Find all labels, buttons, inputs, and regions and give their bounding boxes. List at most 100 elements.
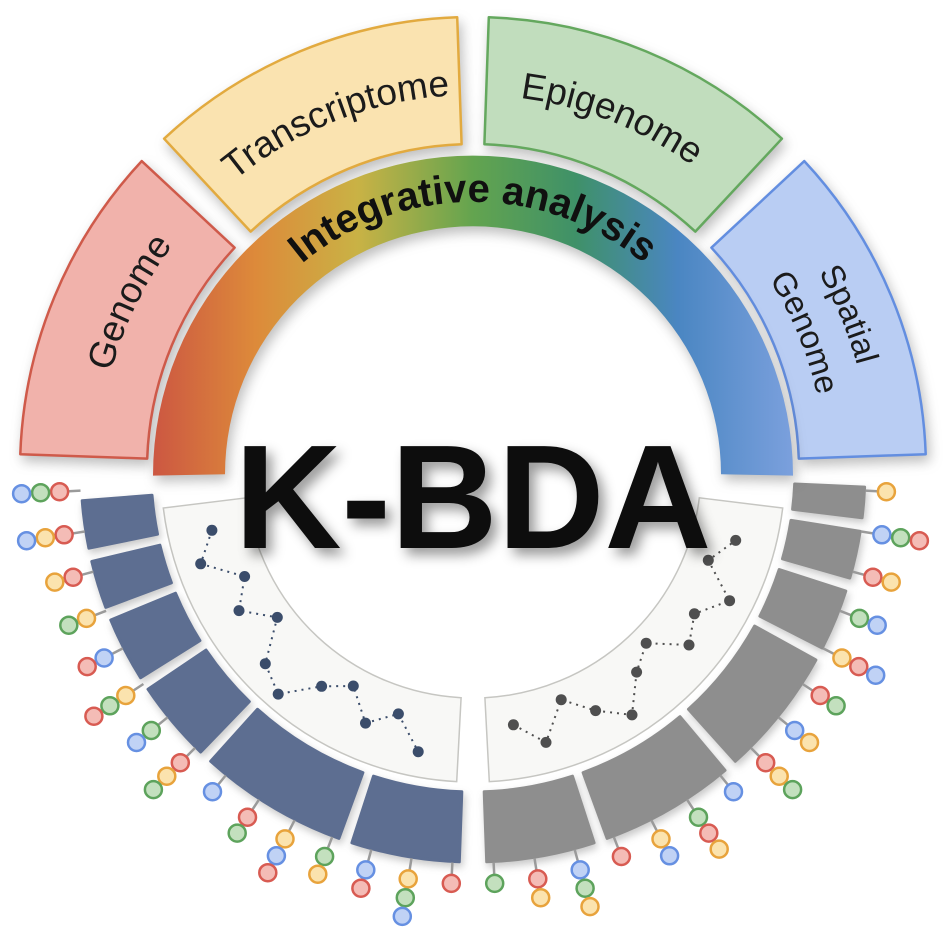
ideogram-segment bbox=[146, 648, 251, 754]
marker-blue bbox=[659, 846, 680, 866]
marker-red bbox=[755, 752, 776, 773]
left-plot-panel bbox=[162, 496, 462, 783]
marker-red bbox=[528, 869, 548, 889]
scatter-dot bbox=[540, 736, 552, 748]
marker-blue bbox=[356, 860, 376, 880]
lollipop bbox=[227, 798, 261, 843]
lollipop bbox=[685, 798, 729, 859]
marker-red bbox=[237, 807, 258, 827]
marker-green bbox=[100, 696, 120, 716]
ideogram-segment bbox=[581, 715, 727, 840]
marker-red bbox=[810, 685, 830, 706]
marker-red bbox=[849, 656, 869, 677]
lollipop bbox=[865, 481, 897, 502]
scatter-dot bbox=[271, 611, 283, 623]
lollipop bbox=[202, 774, 227, 802]
marker-red bbox=[84, 706, 104, 726]
ideogram-segment bbox=[758, 568, 848, 650]
marker-yellow bbox=[651, 829, 671, 849]
marker-blue bbox=[867, 615, 887, 635]
marker-yellow bbox=[308, 864, 328, 884]
marker-green bbox=[30, 482, 51, 503]
scatter-dot bbox=[316, 680, 328, 692]
marker-yellow bbox=[881, 572, 901, 592]
scatter-dot bbox=[239, 571, 251, 582]
segment-genome bbox=[19, 159, 236, 460]
marker-red bbox=[611, 846, 632, 867]
marker-blue bbox=[94, 648, 114, 668]
ideogram-segment bbox=[350, 774, 464, 864]
marker-blue bbox=[723, 781, 744, 802]
ideogram-segment bbox=[482, 774, 596, 864]
scatter-dot bbox=[392, 708, 404, 720]
right-plot-panel bbox=[484, 496, 784, 783]
marker-blue bbox=[784, 720, 805, 741]
marker-yellow bbox=[45, 572, 65, 592]
marker-red bbox=[54, 525, 74, 545]
lollipops-left bbox=[11, 481, 462, 927]
marker-blue bbox=[865, 665, 886, 685]
lollipop bbox=[45, 567, 94, 592]
marker-green bbox=[890, 527, 911, 548]
marker-yellow bbox=[769, 766, 789, 786]
scatter-dot bbox=[233, 605, 245, 617]
kbda-title: K-BDA bbox=[235, 415, 712, 580]
lollipop bbox=[441, 862, 462, 894]
marker-yellow bbox=[35, 527, 56, 548]
scatter-dot bbox=[631, 666, 643, 678]
bottom-half bbox=[11, 481, 930, 927]
lollipop bbox=[611, 836, 632, 867]
marker-red bbox=[77, 656, 97, 677]
scatter-dot bbox=[688, 608, 700, 620]
marker-green bbox=[314, 846, 335, 867]
marker-red bbox=[441, 873, 462, 894]
marker-blue bbox=[570, 860, 590, 880]
scatter-dot bbox=[507, 719, 519, 731]
lollipops-right bbox=[484, 481, 930, 917]
lollipop bbox=[719, 774, 744, 802]
scatter-dot bbox=[206, 524, 218, 536]
marker-green bbox=[141, 720, 162, 741]
integrative-ring bbox=[153, 155, 793, 476]
ideogram-segment bbox=[209, 707, 365, 840]
marker-yellow bbox=[799, 732, 820, 753]
lollipop bbox=[16, 525, 85, 551]
marker-green bbox=[575, 878, 595, 898]
ideogram-segment bbox=[109, 591, 202, 680]
lollipop bbox=[528, 858, 551, 908]
scatter-dot bbox=[590, 705, 602, 717]
marker-yellow bbox=[275, 829, 295, 849]
scatter-dot bbox=[555, 694, 567, 706]
marker-green bbox=[688, 807, 709, 827]
scatter-dot bbox=[412, 746, 424, 758]
marker-red bbox=[699, 823, 719, 843]
scatter-dot bbox=[702, 554, 714, 566]
scatter-line bbox=[199, 529, 420, 753]
marker-blue bbox=[126, 732, 147, 753]
marker-yellow bbox=[157, 766, 177, 786]
marker-green bbox=[395, 887, 416, 908]
lollipop bbox=[839, 608, 887, 635]
ideogram-segment bbox=[791, 482, 867, 520]
right-ideogram-band bbox=[482, 482, 867, 864]
right-scatter bbox=[507, 534, 742, 748]
marker-yellow bbox=[709, 839, 729, 859]
lollipop bbox=[650, 819, 680, 866]
ideogram-segment bbox=[90, 543, 173, 609]
marker-yellow bbox=[398, 869, 418, 889]
lollipop bbox=[126, 716, 169, 753]
marker-red bbox=[63, 567, 83, 587]
scatter-dot bbox=[360, 717, 371, 729]
scatter-dot bbox=[640, 637, 652, 649]
scatter-dot bbox=[259, 658, 271, 670]
marker-blue bbox=[202, 781, 223, 802]
segment-spatial-genome bbox=[710, 159, 927, 460]
left-ideogram-band bbox=[80, 493, 464, 864]
marker-yellow bbox=[580, 896, 600, 917]
lollipop bbox=[11, 481, 81, 504]
ideogram-segment bbox=[687, 624, 818, 763]
lollipop bbox=[570, 849, 600, 917]
marker-red bbox=[863, 567, 883, 587]
marker-yellow bbox=[116, 685, 136, 706]
